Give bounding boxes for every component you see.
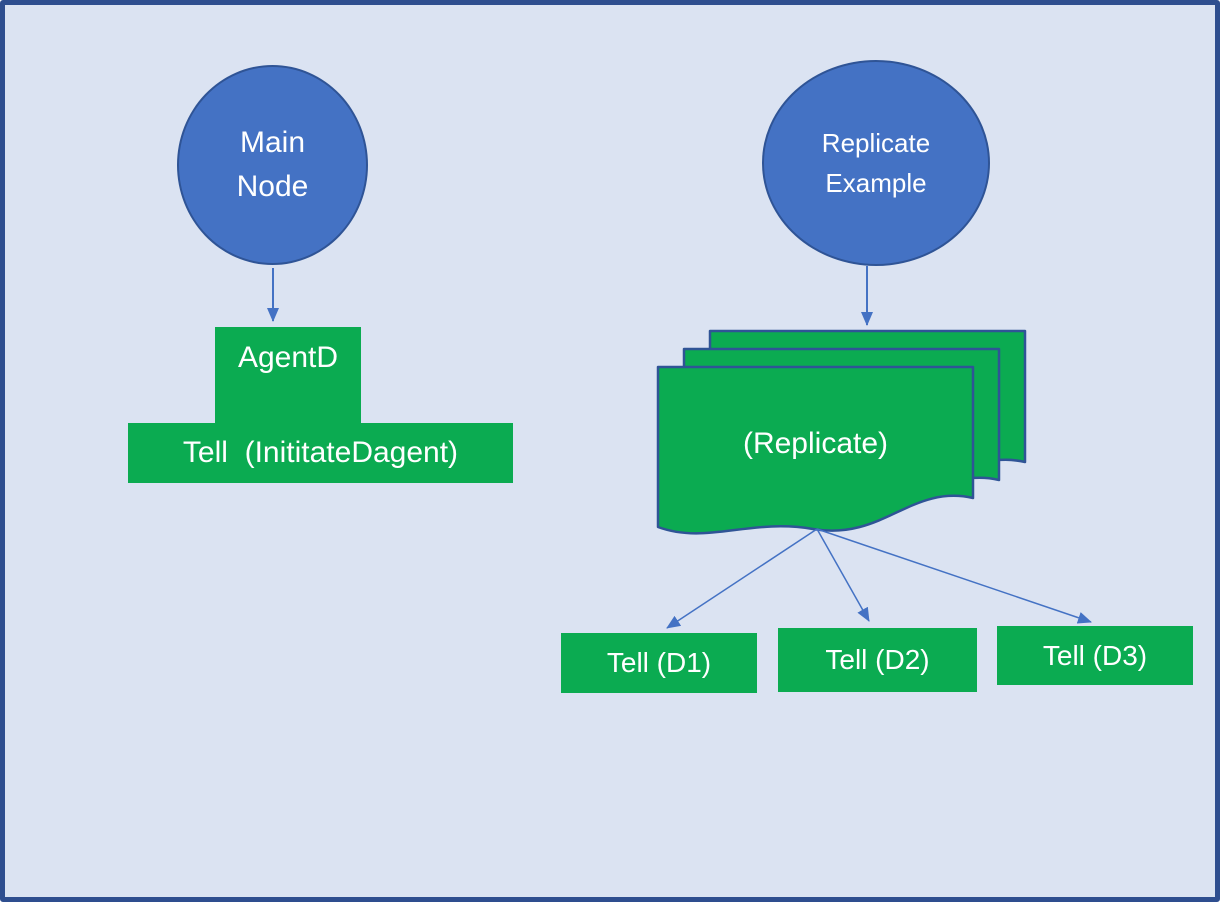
tell-inititatedagent-box: Tell (InititateDagent): [128, 423, 513, 483]
replicate-document-label: (Replicate): [742, 426, 889, 460]
replicate-document-label-container: (Replicate): [658, 371, 973, 516]
tell-d1-label: Tell (D1): [606, 647, 712, 678]
tell-d2-box: Tell (D2): [778, 628, 977, 692]
tell-inititatedagent-label: Tell (InititateDagent): [182, 436, 459, 469]
tell-d3-box: Tell (D3): [997, 626, 1193, 685]
main-node-label-line1: Main: [239, 126, 306, 159]
replicate-example-label-line2: Example: [825, 168, 927, 198]
agentd-label: AgentD: [237, 341, 339, 374]
tell-d3-label: Tell (D3): [1042, 639, 1148, 671]
arrow-document-to-tell-d1: [666, 528, 818, 629]
arrow-document-to-tell-d3: [816, 528, 1092, 624]
replicate-example-circle: Replicate Example: [762, 60, 990, 266]
arrow-document-to-tell-d2: [816, 528, 870, 622]
main-node-label-line2: Node: [236, 170, 309, 203]
agentd-box: AgentD: [215, 327, 361, 423]
main-node-circle: Main Node: [177, 65, 368, 265]
tell-d1-box: Tell (D1): [561, 633, 757, 693]
tell-d2-label: Tell (D2): [825, 644, 930, 675]
replicate-example-label-line1: Replicate: [821, 128, 931, 158]
